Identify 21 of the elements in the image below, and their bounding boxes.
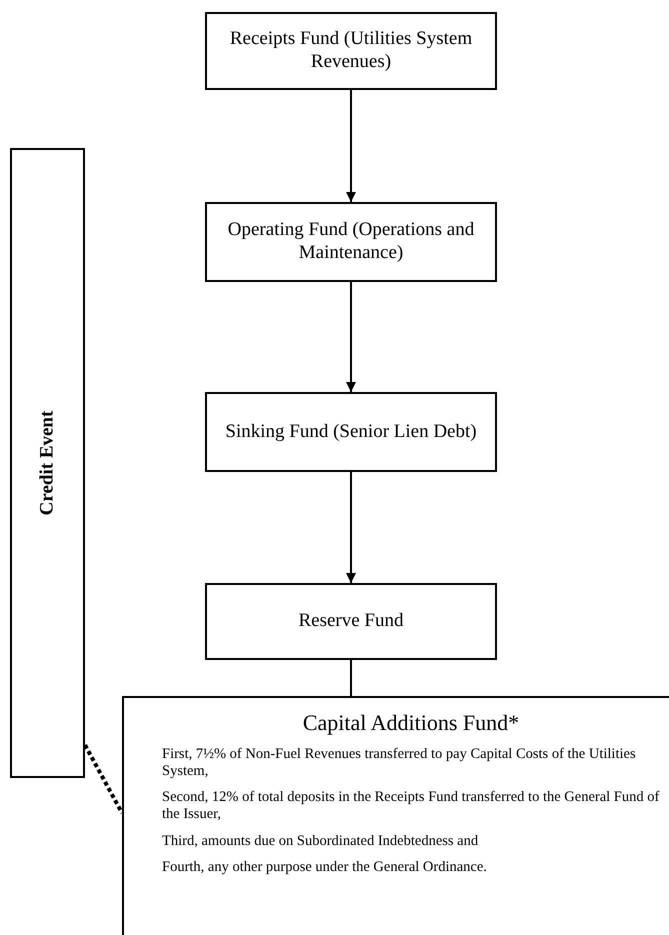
- fund-box: [205, 12, 497, 90]
- box-title: Operating Fund (Operations and Maintenance): [226, 219, 476, 265]
- side-bar-box: [10, 148, 85, 778]
- fund-rule-text: Fourth, any other purpose under the General Ordinance.: [162, 859, 488, 876]
- box-title: Reserve Fund: [298, 610, 404, 633]
- connector-line: [350, 660, 352, 696]
- dotted-line: [83, 744, 124, 814]
- arrow: [346, 282, 356, 392]
- fund-box: [205, 583, 497, 660]
- fund-rule-text: First, 7½% of Non-Fuel Revenues transferred to pay Capital Costs of the Utilities System,: [162, 746, 637, 780]
- fund-rule-text: Second, 12% of total deposits in the Receipts Fund transferred to the General Fund of the Issuer,: [162, 789, 660, 823]
- arrow: [346, 472, 356, 583]
- vertical-label: Credit Event: [36, 410, 58, 516]
- fund-box: [205, 392, 497, 472]
- fund-box: [205, 202, 497, 282]
- fund-rule-text: Third, amounts due on Subordinated Indebtedness and: [162, 832, 480, 850]
- box-title: Capital Additions Fund*: [302, 710, 520, 736]
- box-title: Sinking Fund (Senior Lien Debt): [225, 420, 477, 444]
- box-title: Receipts Fund (Utilities System Revenues): [228, 28, 474, 74]
- fund-box: [122, 696, 669, 935]
- arrow: [346, 90, 356, 202]
